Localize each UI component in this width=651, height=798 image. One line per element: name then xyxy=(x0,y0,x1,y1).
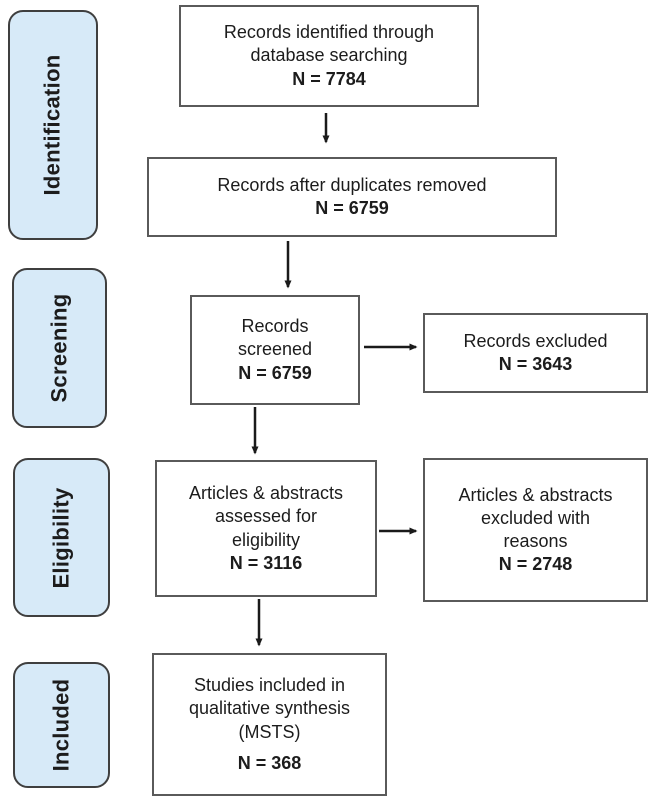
box-articles-excluded-count: N = 2748 xyxy=(498,554,573,575)
box-studies-included-line: Studies included in xyxy=(193,675,346,696)
box-records-screened-line: Records xyxy=(241,316,309,337)
stage-included-label: Included xyxy=(48,678,74,772)
box-duplicates-removed-line: Records after duplicates removed xyxy=(217,174,487,195)
box-articles-excluded-line: excluded with xyxy=(480,507,591,528)
box-articles-assessed-line: assessed for xyxy=(214,506,318,527)
box-articles-assessed-line: Articles & abstracts xyxy=(188,483,344,504)
box-records-excluded: Records excluded N = 3643 xyxy=(423,313,648,393)
box-studies-included-line: (MSTS) xyxy=(238,721,301,742)
box-studies-included: Studies included in qualitative synthesi… xyxy=(152,653,387,796)
box-records-screened: Records screened N = 6759 xyxy=(190,295,360,405)
box-articles-excluded: Articles & abstracts excluded with reaso… xyxy=(423,458,648,602)
box-records-identified-line: Records identified through xyxy=(223,22,435,43)
box-duplicates-removed-count: N = 6759 xyxy=(315,198,389,218)
box-records-screened-line: screened xyxy=(237,339,313,360)
box-records-identified-line: database searching xyxy=(250,45,408,66)
box-records-identified: Records identified through database sear… xyxy=(179,5,479,107)
box-records-excluded-count: N = 3643 xyxy=(498,354,573,374)
box-duplicates-removed: Records after duplicates removed N = 675… xyxy=(147,157,557,237)
box-records-screened-count: N = 6759 xyxy=(238,362,312,383)
box-records-excluded-line: Records excluded xyxy=(463,330,608,351)
stage-screening: Screening xyxy=(12,268,107,428)
stage-identification: Identification xyxy=(8,10,98,240)
stage-eligibility-label: Eligibility xyxy=(48,486,74,589)
stage-included: Included xyxy=(13,662,110,788)
stage-screening-label: Screening xyxy=(46,293,72,403)
box-articles-assessed-line: eligibility xyxy=(231,529,301,550)
box-articles-assessed-count: N = 3116 xyxy=(229,552,303,573)
box-articles-excluded-line: Articles & abstracts xyxy=(458,484,613,505)
box-studies-included-line: qualitative synthesis xyxy=(188,698,351,719)
box-articles-assessed: Articles & abstracts assessed for eligib… xyxy=(155,460,377,597)
box-studies-included-count: N = 368 xyxy=(237,752,302,773)
stage-eligibility: Eligibility xyxy=(13,458,110,617)
box-records-identified-count: N = 7784 xyxy=(292,68,366,89)
stage-identification-label: Identification xyxy=(40,54,65,196)
box-articles-excluded-line: reasons xyxy=(503,531,568,551)
